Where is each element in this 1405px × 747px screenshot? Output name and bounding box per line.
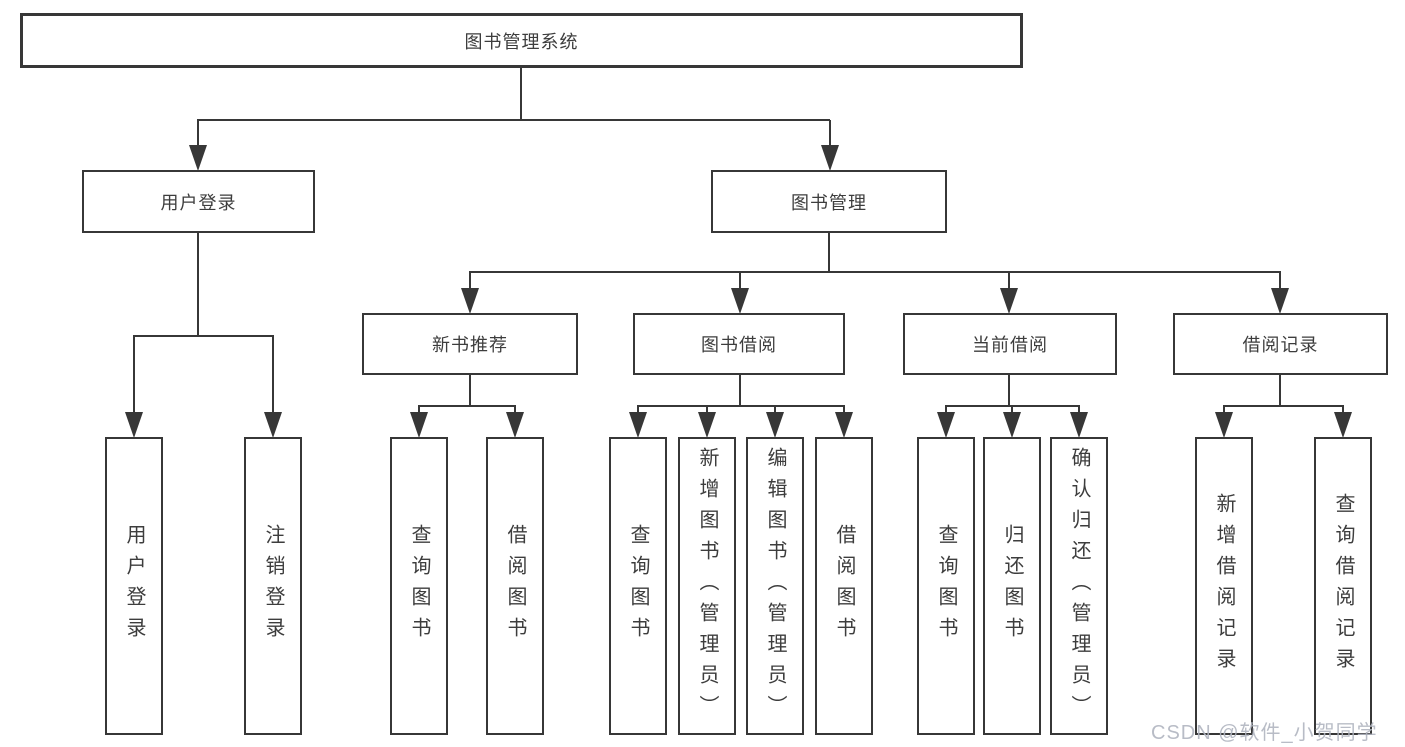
leaf-edit-book-admin-label: 编辑图书（管理员） [764, 446, 786, 726]
node-user-login: 用户登录 [82, 170, 315, 233]
node-borrow-records: 借阅记录 [1173, 313, 1388, 375]
node-current-borrow-label: 当前借阅 [972, 335, 1048, 355]
leaf-recommend-borrow-book: 借阅图书 [486, 437, 544, 735]
leaf-borrow-query-books-label: 查询图书 [627, 524, 649, 648]
leaf-query-borrow-record-label: 查询借阅记录 [1332, 493, 1354, 679]
leaf-logout: 注销登录 [244, 437, 302, 735]
leaf-current-query-books: 查询图书 [917, 437, 975, 735]
leaf-add-borrow-record-label: 新增借阅记录 [1213, 493, 1235, 679]
leaf-edit-book-admin: 编辑图书（管理员） [746, 437, 804, 735]
node-root-system: 图书管理系统 [20, 13, 1023, 68]
leaf-user-login: 用户登录 [105, 437, 163, 735]
node-borrow-records-label: 借阅记录 [1242, 335, 1319, 355]
leaf-recommend-query-books-label: 查询图书 [408, 524, 430, 648]
leaf-confirm-return-admin-label: 确认归还（管理员） [1068, 446, 1090, 726]
node-root-label: 图书管理系统 [464, 31, 579, 52]
leaf-confirm-return-admin: 确认归还（管理员） [1050, 437, 1108, 735]
leaf-query-borrow-record: 查询借阅记录 [1314, 437, 1372, 735]
leaf-add-borrow-record: 新增借阅记录 [1195, 437, 1253, 735]
leaf-add-book-admin: 新增图书（管理员） [678, 437, 736, 735]
csdn-watermark: CSDN @软件_小贺同学 [1151, 722, 1378, 744]
node-new-book-recommend: 新书推荐 [362, 313, 578, 375]
leaf-logout-label: 注销登录 [262, 524, 284, 648]
leaf-borrow-query-books: 查询图书 [609, 437, 667, 735]
leaf-borrow-book: 借阅图书 [815, 437, 873, 735]
leaf-return-book-label: 归还图书 [1001, 524, 1023, 648]
leaf-recommend-query-books: 查询图书 [390, 437, 448, 735]
node-user-login-label: 用户登录 [160, 192, 237, 213]
leaf-user-login-label: 用户登录 [123, 524, 145, 648]
leaf-add-book-admin-label: 新增图书（管理员） [696, 446, 718, 726]
node-book-borrow: 图书借阅 [633, 313, 845, 375]
node-book-management: 图书管理 [711, 170, 947, 233]
node-book-borrow-label: 图书借阅 [701, 335, 777, 355]
node-book-management-label: 图书管理 [791, 192, 867, 213]
node-current-borrow: 当前借阅 [903, 313, 1117, 375]
leaf-borrow-book-label: 借阅图书 [833, 524, 855, 648]
leaf-current-query-books-label: 查询图书 [935, 524, 957, 648]
node-new-book-recommend-label: 新书推荐 [432, 335, 508, 355]
leaf-recommend-borrow-book-label: 借阅图书 [504, 524, 526, 648]
leaf-return-book: 归还图书 [983, 437, 1041, 735]
